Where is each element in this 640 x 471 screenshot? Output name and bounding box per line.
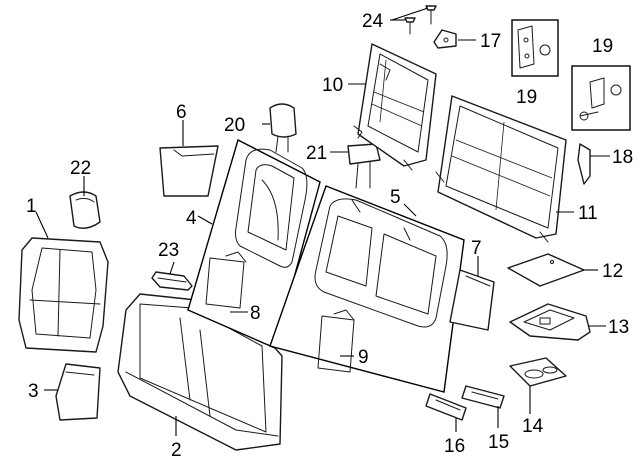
callout-19-bottom: 19 xyxy=(516,87,537,108)
leader-lines xyxy=(35,7,610,436)
callout-16: 16 xyxy=(444,436,465,457)
callout-1: 1 xyxy=(26,196,37,217)
callout-11: 11 xyxy=(578,203,598,224)
callout-19-top: 19 xyxy=(592,36,613,57)
callout-22: 22 xyxy=(70,158,91,179)
part-5-seatback-frame xyxy=(269,185,465,393)
callout-24: 24 xyxy=(362,11,384,32)
callout-4: 4 xyxy=(186,208,197,229)
part-19-latch-kit xyxy=(571,65,631,131)
callout-20: 20 xyxy=(224,115,245,136)
part-3-armrest xyxy=(55,363,101,421)
part-21-headrest xyxy=(347,143,381,189)
part-20-headrest xyxy=(269,103,297,153)
callout-3: 3 xyxy=(28,381,39,402)
callout-14: 14 xyxy=(522,416,544,437)
callout-7: 7 xyxy=(471,238,482,259)
callout-15: 15 xyxy=(488,432,509,453)
part-10-seat-frame xyxy=(353,43,437,171)
callout-13: 13 xyxy=(608,317,629,338)
part-16-trim xyxy=(425,393,467,421)
callout-2: 2 xyxy=(171,440,182,461)
callout-10: 10 xyxy=(322,75,343,96)
callout-9: 9 xyxy=(358,347,369,368)
part-7-panel xyxy=(449,269,495,331)
part-23-pad xyxy=(151,271,193,291)
callout-5: 5 xyxy=(390,187,401,208)
part-12-plate xyxy=(507,253,585,287)
part-19-latch xyxy=(511,19,559,77)
callout-8: 8 xyxy=(250,303,261,324)
part-14-cupholder xyxy=(509,357,567,387)
callout-6: 6 xyxy=(176,102,187,123)
callout-23: 23 xyxy=(158,240,179,261)
callout-18: 18 xyxy=(612,147,633,168)
part-15-trim xyxy=(461,385,505,409)
callout-labels: 1 2 3 4 5 6 7 8 9 10 11 12 13 14 15 16 1… xyxy=(26,11,633,461)
callout-17: 17 xyxy=(480,31,501,52)
part-17-bracket xyxy=(433,29,457,49)
part-18-bracket xyxy=(577,143,591,185)
part-6-panel xyxy=(159,145,219,197)
part-13-tray xyxy=(509,303,591,341)
callout-12: 12 xyxy=(602,261,623,282)
callout-21: 21 xyxy=(306,143,327,164)
part-1-left-seat-back xyxy=(18,237,109,353)
part-22-headrest xyxy=(69,191,101,229)
part-11-seat-frame xyxy=(435,95,567,243)
